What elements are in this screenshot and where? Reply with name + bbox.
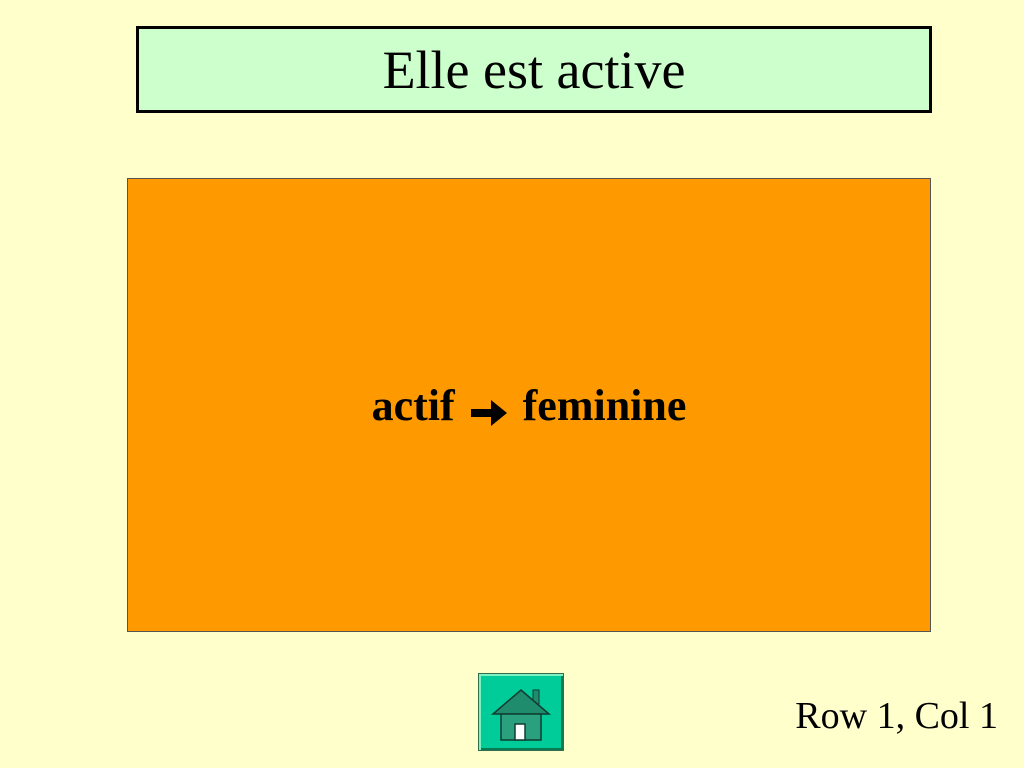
answer-line: actif feminine: [372, 380, 687, 431]
answer-right-text: feminine: [522, 380, 687, 430]
answer-left-text: actif: [371, 380, 455, 430]
slide-position-label: Row 1, Col 1: [795, 695, 998, 737]
title-box: Elle est active: [136, 26, 932, 113]
right-arrow-icon: [469, 389, 509, 426]
home-button[interactable]: [478, 673, 564, 751]
slide-title: Elle est active: [382, 39, 686, 100]
answer-box: actif feminine: [127, 178, 931, 632]
home-icon: [489, 682, 553, 742]
